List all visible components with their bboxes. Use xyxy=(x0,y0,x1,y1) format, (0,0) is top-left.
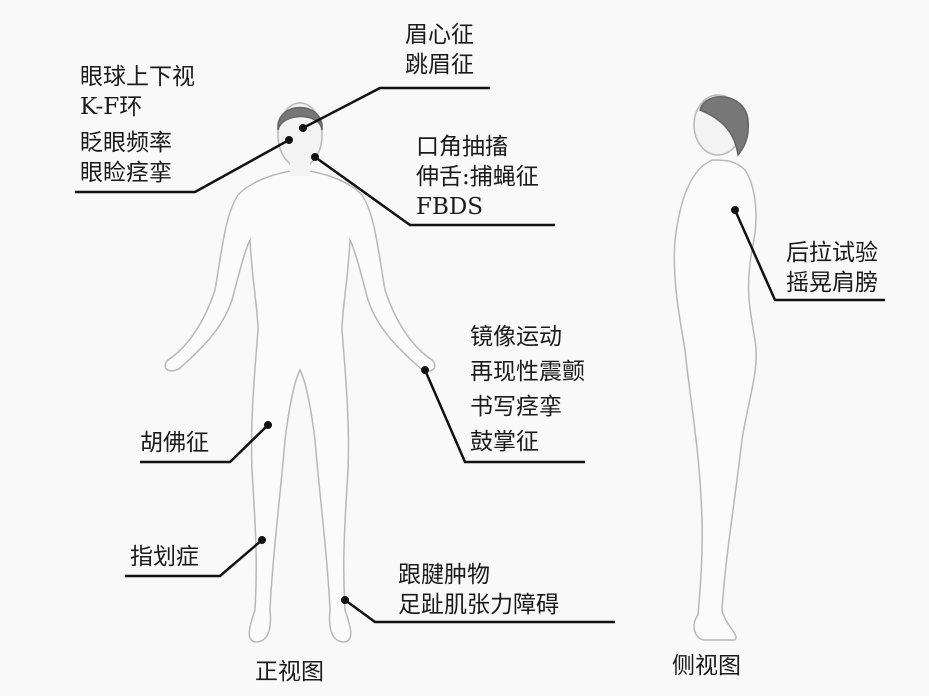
mouth-signs-label: 口角抽搐 伸舌:捕蝇征 FBDS xyxy=(416,132,539,222)
label-line: 后拉试验 xyxy=(786,240,878,266)
label-line: 眼睑痉挛 xyxy=(80,160,172,186)
label-line: 足趾肌张力障碍 xyxy=(398,592,559,618)
label-line: 跟腱肿物 xyxy=(398,562,490,588)
label-line: 跳眉征 xyxy=(405,52,474,78)
shin-sign-label: 指划症 xyxy=(130,542,199,572)
thigh-sign-label: 胡佛征 xyxy=(140,428,209,458)
label-line: 口角抽搐 xyxy=(416,134,508,160)
label-line: 眨眼频率 xyxy=(80,130,172,156)
ankle-signs-label: 跟腱肿物 足趾肌张力障碍 xyxy=(398,560,559,620)
eye-signs-label: 眼球上下视 K-F环 眨眼频率 眼睑痉挛 xyxy=(80,62,195,188)
label-line: 指划症 xyxy=(130,544,199,570)
label-line: 鼓掌征 xyxy=(470,429,539,455)
brow-signs-label: 眉心征 跳眉征 xyxy=(405,20,474,80)
label-line: 胡佛征 xyxy=(140,430,209,456)
label-line: 摇晃肩膀 xyxy=(786,270,878,296)
label-line: 书写痉挛 xyxy=(470,394,562,420)
label-line: 再现性震颤 xyxy=(470,359,585,385)
label-line: 眼球上下视 xyxy=(80,64,195,90)
hand-signs-label: 镜像运动 再现性震颤 书写痉挛 鼓掌征 xyxy=(470,322,585,457)
front-view-figure xyxy=(164,102,436,643)
label-line: 伸舌:捕蝇征 xyxy=(416,164,539,190)
label-line: K-F环 xyxy=(80,94,143,120)
leader-lines xyxy=(75,86,885,624)
marker-dots xyxy=(258,124,739,604)
side-view-caption: 侧视图 xyxy=(672,653,741,679)
label-line: FBDS xyxy=(416,194,484,220)
label-line: 眉心征 xyxy=(405,22,474,48)
front-view-caption: 正视图 xyxy=(255,659,324,685)
label-line: 镜像运动 xyxy=(470,324,562,350)
shoulder-signs-label: 后拉试验 摇晃肩膀 xyxy=(786,238,878,298)
side-view-figure xyxy=(673,94,757,641)
